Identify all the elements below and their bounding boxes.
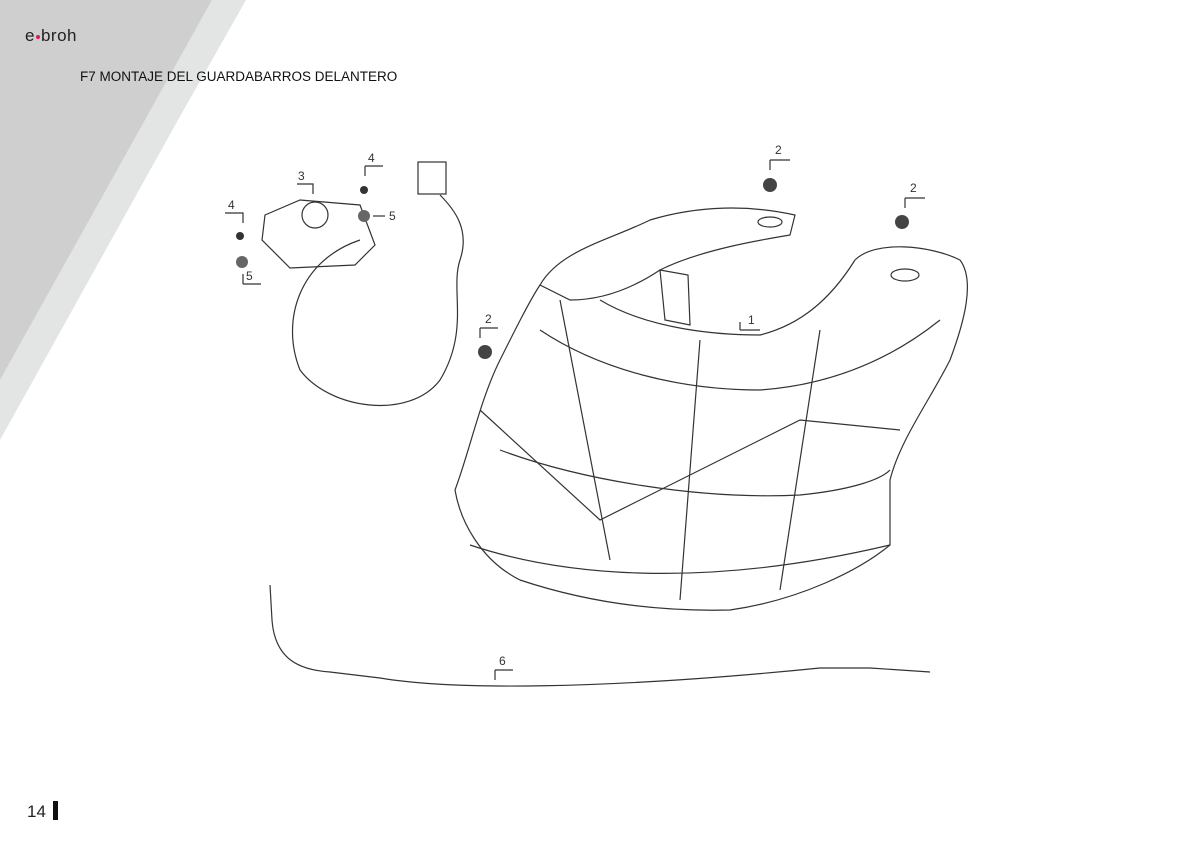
page-title: F7 MONTAJE DEL GUARDABARROS DELANTERO: [80, 69, 398, 84]
part-label-6: 6: [499, 654, 506, 668]
brake-cable-part: [269, 584, 931, 687]
part-label-4: 4: [228, 198, 235, 212]
part-label-2: 2: [910, 181, 917, 195]
part-label-1: 1: [748, 313, 755, 327]
part-label-3: 3: [298, 169, 305, 183]
sensor-part: [261, 161, 464, 407]
page-number: 14: [27, 802, 46, 821]
front-fender-part: [454, 207, 969, 611]
part-label-4: 4: [368, 151, 375, 165]
part-label-5: 5: [389, 209, 396, 223]
part-label-2: 2: [485, 312, 492, 326]
part-label-2: 2: [775, 143, 782, 157]
screw-parts: [236, 178, 909, 359]
part-label-5: 5: [246, 269, 253, 283]
page-number-bar: [53, 801, 58, 820]
